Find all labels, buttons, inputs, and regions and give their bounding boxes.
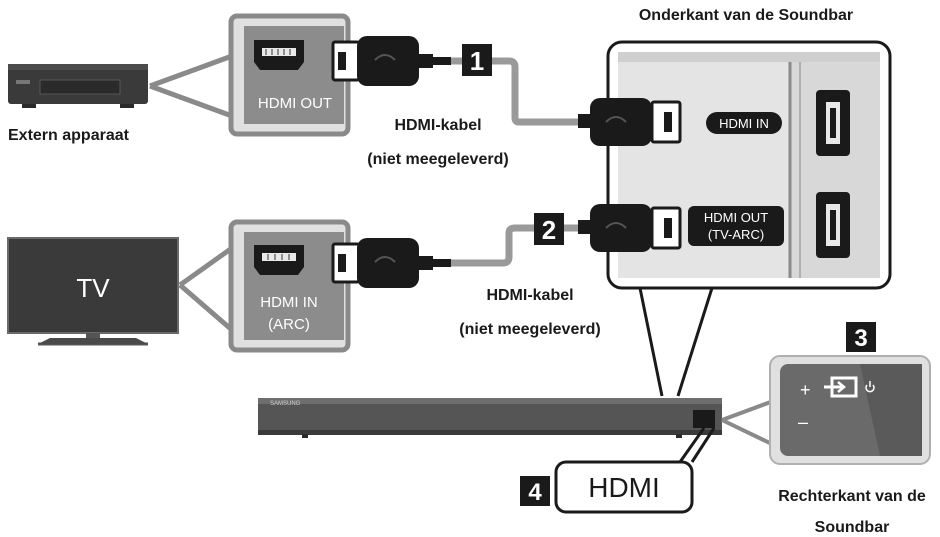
cable-2-label-line1: HDMI-kabel	[486, 287, 573, 304]
soundbar-icon: SAMSUNG	[258, 398, 722, 438]
step-2-badge: 2	[534, 213, 564, 245]
hdmi-port-icon	[254, 245, 304, 275]
volume-down-icon: –	[798, 412, 808, 432]
cable-1-wire	[451, 57, 580, 126]
external-device-label: Extern apparaat	[8, 127, 130, 144]
hdmi-in-arc-label-line1: HDMI IN	[260, 294, 318, 311]
step-4-badge: 4	[520, 476, 550, 506]
tv-icon: TV	[7, 237, 179, 346]
cable-1-label-line1: HDMI-kabel	[394, 117, 481, 134]
step-1-badge: 1	[462, 44, 492, 76]
tv-label: TV	[76, 273, 110, 303]
hdmi-plug-icon	[331, 36, 451, 86]
brand-logo: SAMSUNG	[270, 401, 301, 407]
svg-text:3: 3	[854, 325, 867, 352]
power-icon	[865, 381, 875, 393]
hdmi-in-arc-panel: HDMI IN (ARC)	[228, 219, 351, 353]
hdmi-out-socket-icon	[816, 192, 850, 258]
hdmi-out-label: HDMI OUT	[258, 95, 332, 112]
svg-text:1: 1	[470, 46, 484, 76]
hdmi-plug-icon	[331, 238, 451, 288]
hdmi-plug-icon	[578, 98, 682, 146]
cable-2-label-line2: (niet meegeleverd)	[459, 321, 600, 338]
hdmi-port-icon	[254, 40, 304, 70]
svg-text:2: 2	[542, 215, 556, 245]
cable-1-label-line2: (niet meegeleverd)	[367, 151, 508, 168]
hdmi-plug-icon	[578, 204, 682, 252]
cable-2-wire	[451, 224, 580, 267]
svg-text:4: 4	[528, 479, 542, 506]
port-hdmi-out-badge: HDMI OUT (TV-ARC)	[688, 206, 784, 246]
hdmi-out-panel: HDMI OUT	[228, 13, 351, 137]
hdmi-in-arc-label-line2: (ARC)	[268, 316, 310, 333]
hdmi-in-socket-icon	[816, 90, 850, 156]
hdmi-label: HDMI	[588, 472, 660, 503]
soundbar-bottom-panel: HDMI IN HDMI OUT (TV-ARC)	[606, 40, 892, 290]
svg-text:HDMI OUT: HDMI OUT	[704, 210, 768, 225]
volume-up-icon: +	[800, 380, 811, 400]
right-side-label-line1: Rechterkant van de	[778, 488, 926, 505]
step-3-badge: 3	[846, 322, 876, 352]
bottom-of-soundbar-label: Onderkant van de Soundbar	[639, 7, 853, 24]
right-side-label-line2: Soundbar	[815, 519, 890, 536]
port-hdmi-in-badge: HDMI IN	[706, 112, 782, 134]
svg-text:(TV-ARC): (TV-ARC)	[708, 227, 764, 242]
right-side-panel: + –	[769, 355, 931, 465]
svg-text:HDMI IN: HDMI IN	[719, 116, 769, 131]
external-device-icon	[8, 64, 148, 108]
source-icon	[824, 376, 858, 398]
hdmi-label-box: HDMI	[554, 460, 694, 514]
